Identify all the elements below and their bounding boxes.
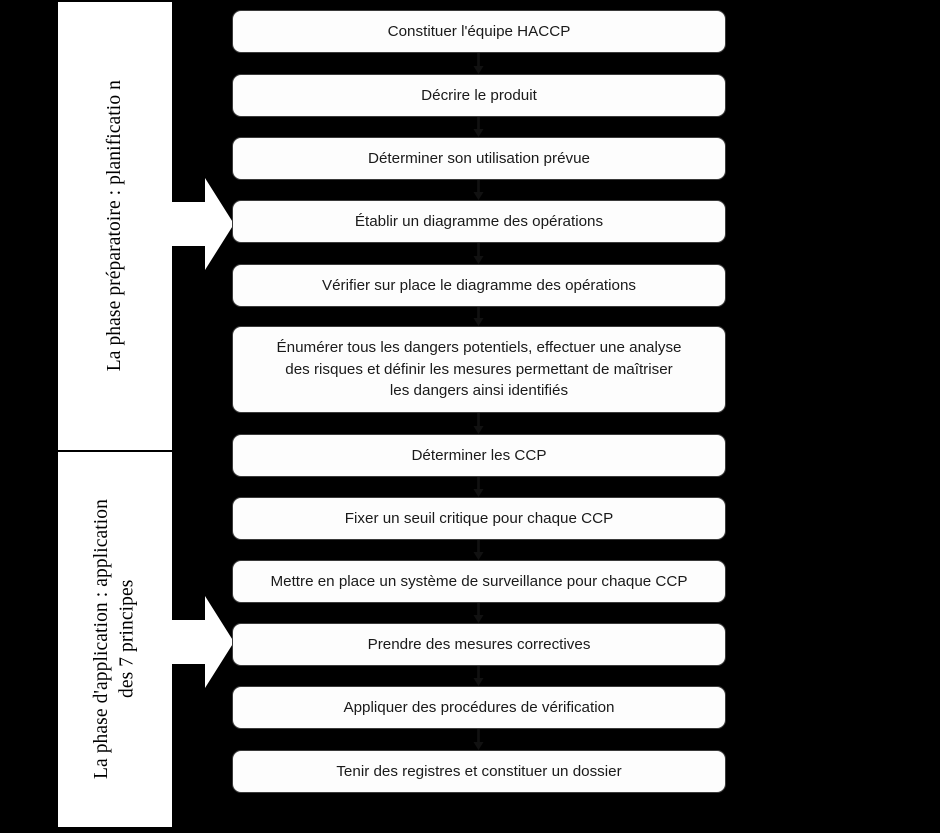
connector-arrow-down-icon — [472, 729, 485, 750]
flow-column: Constituer l'équipe HACCP Décrire le prod… — [232, 0, 726, 833]
flow-step-label-12: Tenir des registres et constituer un dos… — [336, 762, 622, 780]
flow-step-label-2: Décrire le produit — [421, 86, 537, 104]
flow-step-label-6: Énumérer tous les dangers potentiels, ef… — [276, 339, 682, 400]
flow-step-7[interactable]: Déterminer les CCP — [232, 434, 726, 477]
connector-arrow-down-icon — [472, 603, 485, 623]
flow-step-label-1: Constituer l'équipe HACCP — [387, 22, 571, 40]
flow-step-label-3: Déterminer son utilisation prévue — [367, 149, 590, 167]
flow-step-4[interactable]: Établir un diagramme des opérations — [232, 200, 726, 243]
connector-arrow-down-icon — [472, 540, 485, 560]
flow-step-6[interactable]: Énumérer tous les dangers potentiels, ef… — [232, 326, 726, 413]
connector-arrow-down-icon — [472, 180, 485, 200]
connector-arrow-down-icon — [472, 307, 485, 326]
flow-step-11[interactable]: Appliquer des procédures de vérification — [232, 686, 726, 729]
flow-step-label-10: Prendre des mesures correctives — [367, 635, 591, 653]
flow-step-label-4: Établir un diagramme des opérations — [354, 212, 604, 230]
flow-step-9[interactable]: Mettre en place un système de surveillan… — [232, 560, 726, 603]
connector-arrow-down-icon — [472, 243, 485, 264]
flow-step-label-9: Mettre en place un système de surveillan… — [270, 572, 688, 590]
flow-step-3[interactable]: Déterminer son utilisation prévue — [232, 137, 726, 180]
connector-arrow-down-icon — [472, 477, 485, 497]
flow-step-5[interactable]: Vérifier sur place le diagramme des opér… — [232, 264, 726, 307]
flow-step-10[interactable]: Prendre des mesures correctives — [232, 623, 726, 666]
flow-step-8[interactable]: Fixer un seuil critique pour chaque CCP — [232, 497, 726, 540]
phase-label-preparatoire: La phase préparatoire : planificatio n — [104, 80, 126, 372]
flow-step-label-5: Vérifier sur place le diagramme des opér… — [321, 276, 637, 294]
flow-step-label-8: Fixer un seuil critique pour chaque CCP — [344, 509, 614, 527]
flow-step-label-7: Déterminer les CCP — [411, 446, 547, 464]
connector-arrow-down-icon — [472, 413, 485, 434]
flow-step-1[interactable]: Constituer l'équipe HACCP — [232, 10, 726, 53]
flow-step-12[interactable]: Tenir des registres et constituer un dos… — [232, 750, 726, 793]
connector-arrow-down-icon — [472, 53, 485, 74]
phase-panel-preparatoire: La phase préparatoire : planificatio n — [58, 2, 172, 450]
connector-arrow-down-icon — [472, 666, 485, 686]
connector-arrow-down-icon — [472, 117, 485, 137]
block-arrow-right-icon-preparatoire — [172, 176, 234, 272]
flow-step-label-11: Appliquer des procédures de vérification — [343, 698, 615, 716]
block-arrow-right-icon-application — [172, 594, 234, 690]
flow-step-2[interactable]: Décrire le produit — [232, 74, 726, 117]
phase-label-application: La phase d'application : application des… — [91, 499, 138, 780]
phase-panel-application: La phase d'application : application des… — [58, 452, 172, 827]
